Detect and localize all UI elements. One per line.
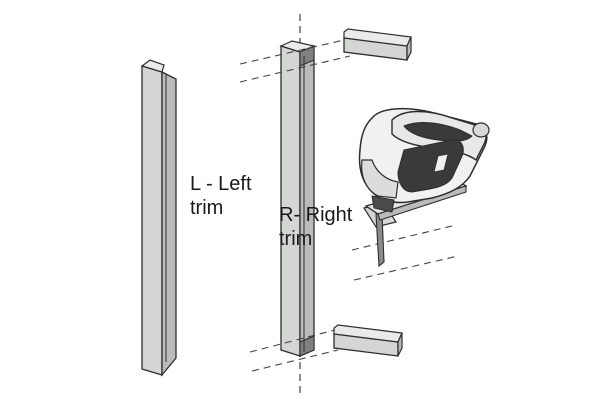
top-projection-lines xyxy=(239,39,351,83)
jigsaw-side-panel xyxy=(397,139,464,193)
cut-guide-line-lower xyxy=(353,255,459,281)
right-trim-label-line1: R- Right xyxy=(279,204,353,226)
right-trim-part xyxy=(279,40,316,357)
right-trim-label-line2: trim xyxy=(279,228,313,250)
jigsaw-icon xyxy=(351,107,490,281)
top-offcut-end xyxy=(406,36,412,61)
right-trim-label: R- Right trim xyxy=(279,203,352,251)
jigsaw-handle-grip xyxy=(403,122,473,142)
left-trim-label-line2: trim xyxy=(190,197,224,219)
jigsaw-vent xyxy=(433,153,449,173)
left-trim-label-line1: L - Left xyxy=(190,173,252,195)
top-offcut-piece xyxy=(343,28,412,61)
bottom-projection-lines xyxy=(249,329,339,372)
jigsaw-blade xyxy=(375,213,385,268)
left-trim-top-face xyxy=(140,59,165,73)
cut-guide-line-upper xyxy=(351,225,453,251)
jigsaw-nose xyxy=(361,159,399,199)
right-trim-side-face xyxy=(299,45,315,357)
right-trim-front-face xyxy=(280,45,301,357)
bottom-offcut-end xyxy=(397,332,403,357)
left-trim-label: L - Left trim xyxy=(190,172,252,220)
jigsaw-blade-guard xyxy=(371,195,395,213)
bottom-offcut-piece xyxy=(333,324,403,357)
jigsaw-rear-cap xyxy=(472,122,490,138)
left-trim-front-face xyxy=(141,65,163,376)
left-trim-part xyxy=(140,59,177,377)
left-trim-side-face xyxy=(161,70,177,377)
